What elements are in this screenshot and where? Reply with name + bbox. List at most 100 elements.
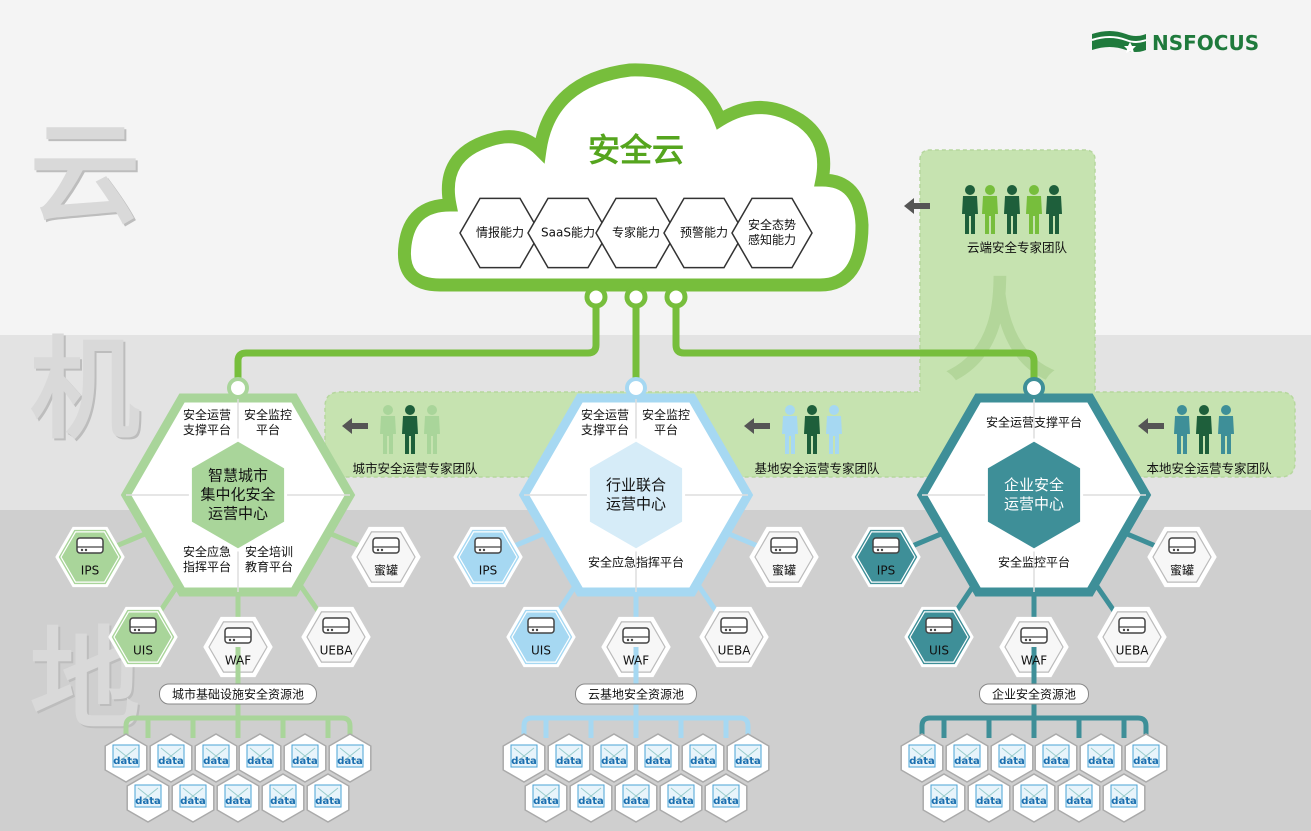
device-蜜罐 [749, 526, 819, 588]
data-icon-label: data [954, 756, 979, 767]
device-label: 蜜罐 [1169, 563, 1195, 578]
server-icon [1168, 537, 1196, 554]
device-label: UIS [929, 643, 949, 658]
device-label: 蜜罐 [373, 563, 399, 578]
data-icon-label: data [1111, 796, 1136, 807]
data-icon-label: data [337, 756, 362, 767]
device-label: UEBA [319, 643, 353, 658]
data-icon-label: data [270, 796, 295, 807]
team-label-local: 本地安全运营专家团队 [1146, 461, 1272, 476]
arrow-icon [342, 418, 368, 434]
capability-label: 情报能力 [475, 225, 525, 240]
device-ips [453, 526, 523, 588]
cloud-title: 安全云 [587, 131, 685, 169]
data-icon: data [171, 773, 215, 823]
data-icon-label: data [931, 796, 956, 807]
data-icon: data [328, 733, 372, 783]
device-label: UIS [531, 643, 551, 658]
side-label-machine: 机 [30, 326, 140, 454]
capability-hex [459, 197, 541, 269]
platform-label: 安全应急指挥平台 [587, 555, 685, 570]
platform-label: 安全培训 教育平台 [244, 545, 294, 574]
data-icon-label: data [601, 756, 626, 767]
connector-ring [664, 285, 688, 309]
connector-ring [624, 285, 648, 309]
data-icon-label: data [690, 756, 715, 767]
data-icon-label: data [623, 796, 648, 807]
server-icon [129, 617, 157, 634]
platform-label: 安全监控 平台 [641, 408, 691, 437]
core-label: 智慧城市 集中化安全 运营中心 [200, 466, 276, 523]
data-icon: data [104, 733, 148, 783]
device-蜜罐 [1147, 526, 1217, 588]
data-icon: data [726, 733, 770, 783]
data-icon-label: data [999, 756, 1024, 767]
device-label: UEBA [717, 643, 751, 658]
server-icon [372, 537, 400, 554]
device-uis [904, 606, 974, 668]
arrow-icon [904, 198, 930, 214]
data-icon: data [922, 773, 966, 823]
data-icon: data [614, 773, 658, 823]
data-icon: data [194, 733, 238, 783]
server-icon [872, 537, 900, 554]
data-icon: data [524, 773, 568, 823]
data-icon: data [547, 733, 591, 783]
connector-ring [625, 377, 647, 399]
data-icon: data [1079, 733, 1123, 783]
platform-label: 安全监控 平台 [243, 408, 293, 437]
device-uis [506, 606, 576, 668]
capability-hex [731, 197, 813, 269]
server-icon [474, 537, 502, 554]
data-icon: data [900, 733, 944, 783]
data-icon: data [681, 733, 725, 783]
core-label: 企业安全 运营中心 [1003, 476, 1065, 513]
device-label: UIS [133, 643, 153, 658]
data-icon-label: data [533, 796, 558, 807]
data-icon-label: data [668, 796, 693, 807]
data-icon-label: data [713, 796, 738, 807]
data-icon-label: data [909, 756, 934, 767]
data-icon-label: data [135, 796, 160, 807]
capability-label: 安全态势 感知能力 [747, 218, 797, 247]
server-icon [322, 617, 350, 634]
server-icon [770, 537, 798, 554]
core-hexagon [586, 438, 686, 552]
device-ips [851, 526, 921, 588]
capability-hex [527, 197, 609, 269]
nsfocus-logo: NSFOCUS [1090, 28, 1259, 58]
data-icon: data [636, 733, 680, 783]
capability-hex [595, 197, 677, 269]
device-ueba [1097, 606, 1167, 668]
team-label-city: 城市安全运营专家团队 [352, 461, 478, 476]
data-icon: data [126, 773, 170, 823]
data-icon-label: data [556, 756, 581, 767]
data-icon: data [659, 773, 703, 823]
data-icon-label: data [203, 756, 228, 767]
platform-label: 安全运营 支撑平台 [580, 408, 630, 437]
device-ips [55, 526, 125, 588]
arrow-icon [1138, 418, 1164, 434]
arrow-icon [744, 418, 770, 434]
data-icon: data [1034, 733, 1078, 783]
data-icon-label: data [292, 756, 317, 767]
core-hexagon [188, 438, 288, 552]
device-label: IPS [876, 563, 896, 578]
server-icon [527, 617, 555, 634]
device-label: WAF [1020, 653, 1048, 668]
logo-flag-icon [1091, 31, 1147, 53]
device-label: WAF [622, 653, 650, 668]
core-label: 行业联合 运营中心 [605, 476, 667, 513]
connector-ring [584, 285, 608, 309]
data-icon: data [261, 773, 305, 823]
data-icon: data [990, 733, 1034, 783]
platform-label: 安全运营支撑平台 [985, 415, 1083, 430]
data-icon: data [945, 733, 989, 783]
device-label: 蜜罐 [771, 563, 797, 578]
link-cloud-enterprise [672, 297, 1038, 393]
server-icon [76, 537, 104, 554]
